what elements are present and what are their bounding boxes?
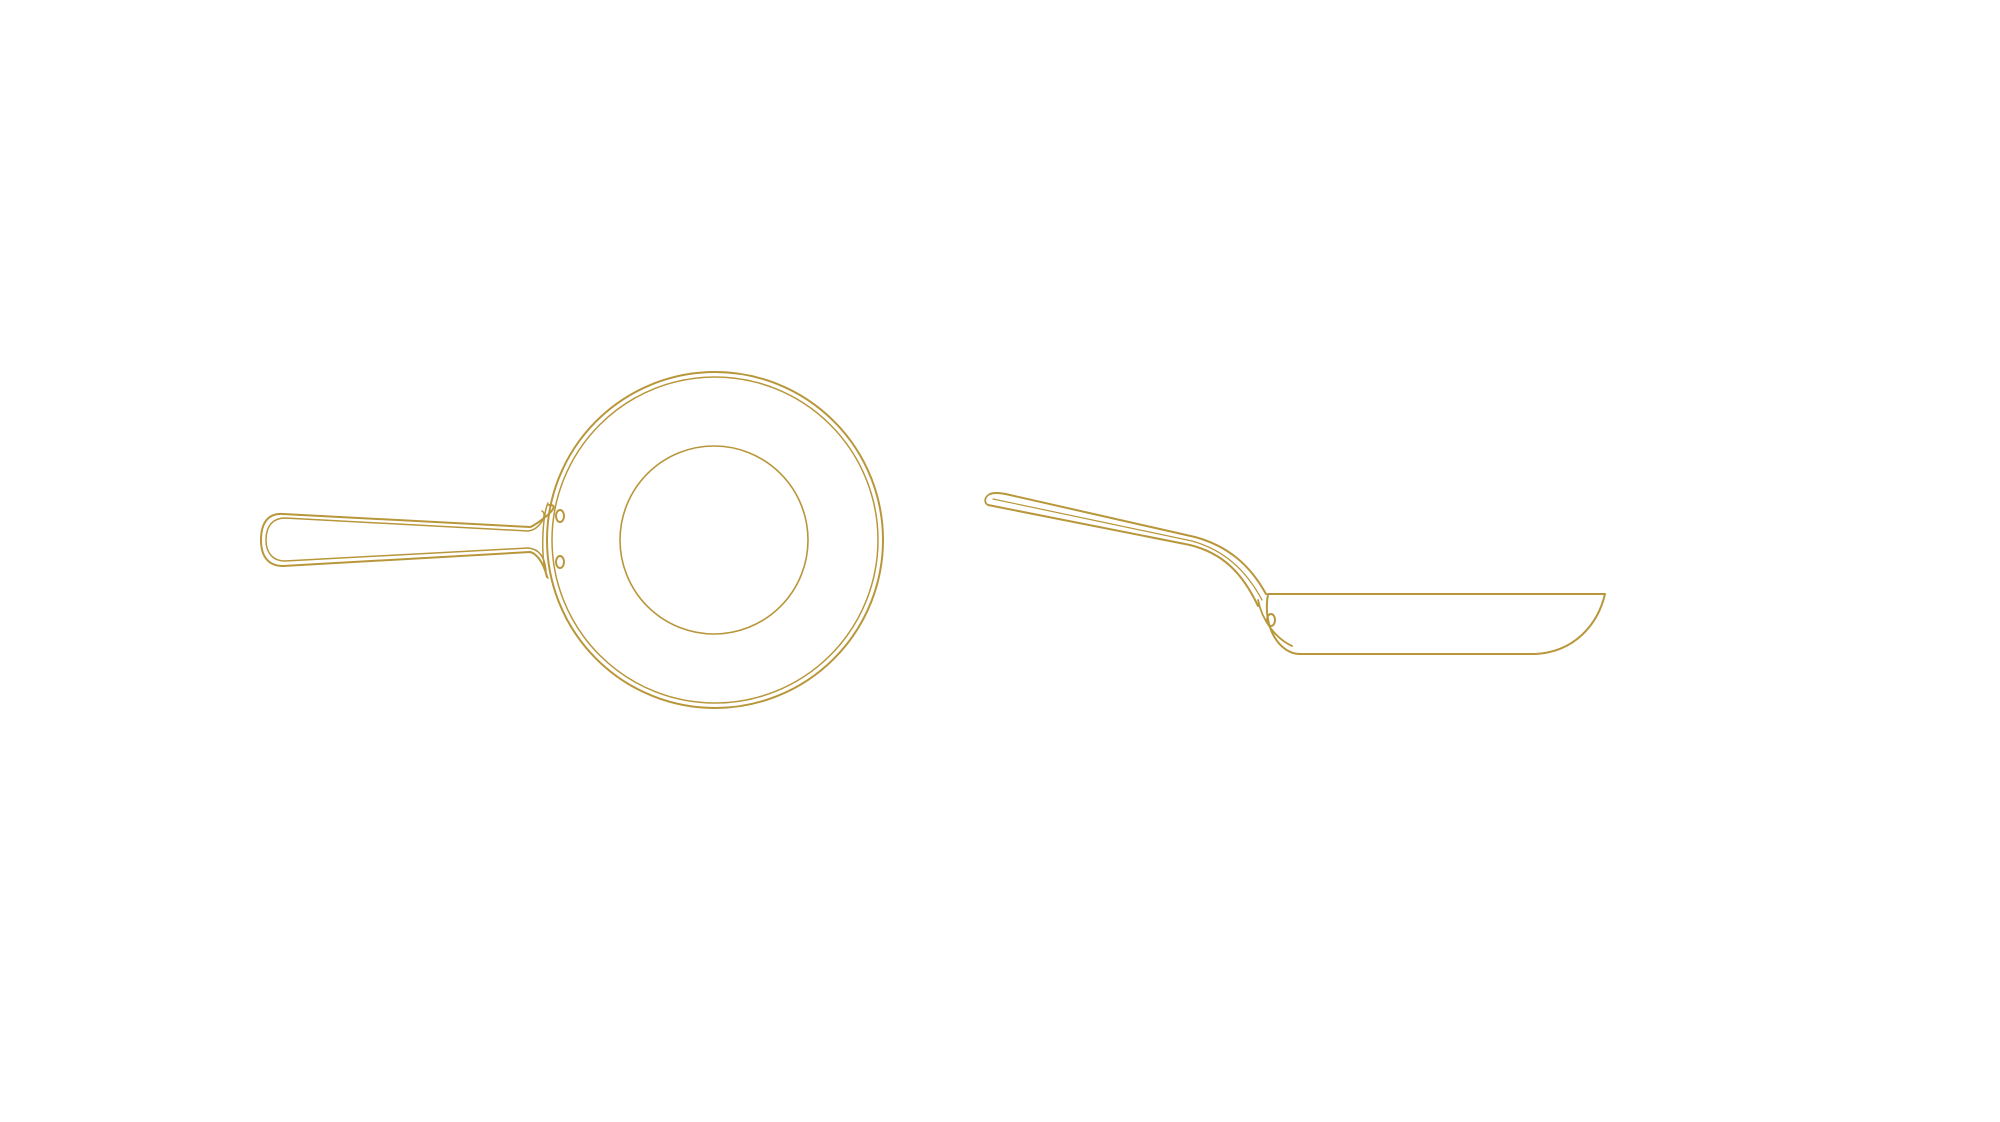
pan-handle-side-inner: [992, 498, 1263, 601]
pan-handle-outline: [260, 503, 555, 578]
pan-side-bracket: [1257, 599, 1293, 647]
pan-handle-side-end: [984, 493, 991, 506]
rivet-side: [1266, 613, 1276, 627]
frying-pan-side-view-icon: [984, 491, 1606, 655]
pan-cooking-surface: [619, 445, 809, 635]
pan-rim-outer: [546, 371, 884, 709]
pan-body-side: [1265, 593, 1606, 655]
frying-pan-top-view-icon: [260, 371, 884, 709]
rivet-top: [555, 509, 565, 523]
pan-handle-side-bottom: [987, 504, 1259, 607]
pan-handle-bracket: [541, 502, 549, 579]
rivet-bottom: [555, 555, 565, 569]
pan-handle-side-top: [989, 491, 1267, 595]
pan-rim-inner: [551, 376, 879, 704]
pan-handle-inner: [265, 510, 547, 572]
